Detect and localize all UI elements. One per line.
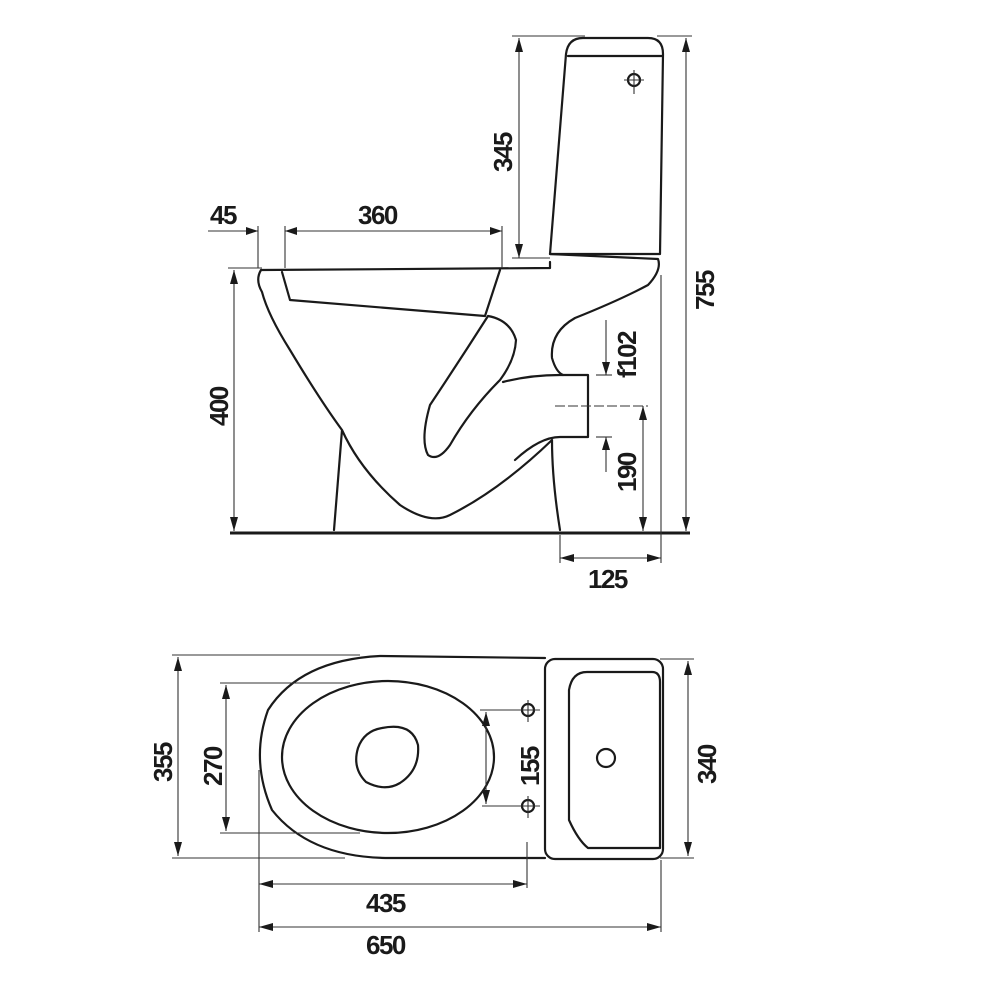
tank-top-outline (543, 657, 665, 861)
dim-outlet-setback: 125 (588, 564, 628, 594)
bowl-inner-basin (280, 268, 502, 318)
tank-inner-outline (567, 670, 662, 850)
dim-total-length: 650 (366, 930, 406, 960)
top-view: 355 270 155 340 435 650 (148, 654, 722, 960)
tank-outline (548, 36, 665, 256)
flush-button-icon (624, 70, 644, 94)
dim-seat-hole-spacing: 155 (515, 746, 545, 786)
dim-total-height: 755 (690, 270, 720, 310)
dim-tank-height: 345 (488, 132, 518, 172)
seat-hole-top-icon (516, 700, 540, 722)
dim-rim-offset: 45 (210, 200, 237, 230)
bowl-opening (355, 725, 420, 789)
dim-outlet-height: 190 (612, 452, 642, 492)
side-view: 45 360 345 755 400 f102 190 (204, 35, 720, 594)
seat-hole-bottom-icon (516, 796, 540, 818)
dim-tank-width: 340 (692, 744, 722, 784)
dim-bowl-width: 270 (198, 746, 228, 786)
dim-bowl-length: 360 (358, 200, 398, 230)
dim-bowl-to-holes: 435 (366, 888, 406, 918)
dim-total-width: 355 (148, 742, 178, 782)
bowl-top-outline (258, 654, 547, 860)
dim-seat-height: 400 (204, 386, 234, 426)
trapway (423, 314, 518, 459)
seat-outline (280, 679, 496, 835)
flush-valve-icon (595, 747, 617, 769)
dim-outlet-diameter: f102 (612, 331, 642, 378)
bowl-outline (257, 252, 660, 532)
